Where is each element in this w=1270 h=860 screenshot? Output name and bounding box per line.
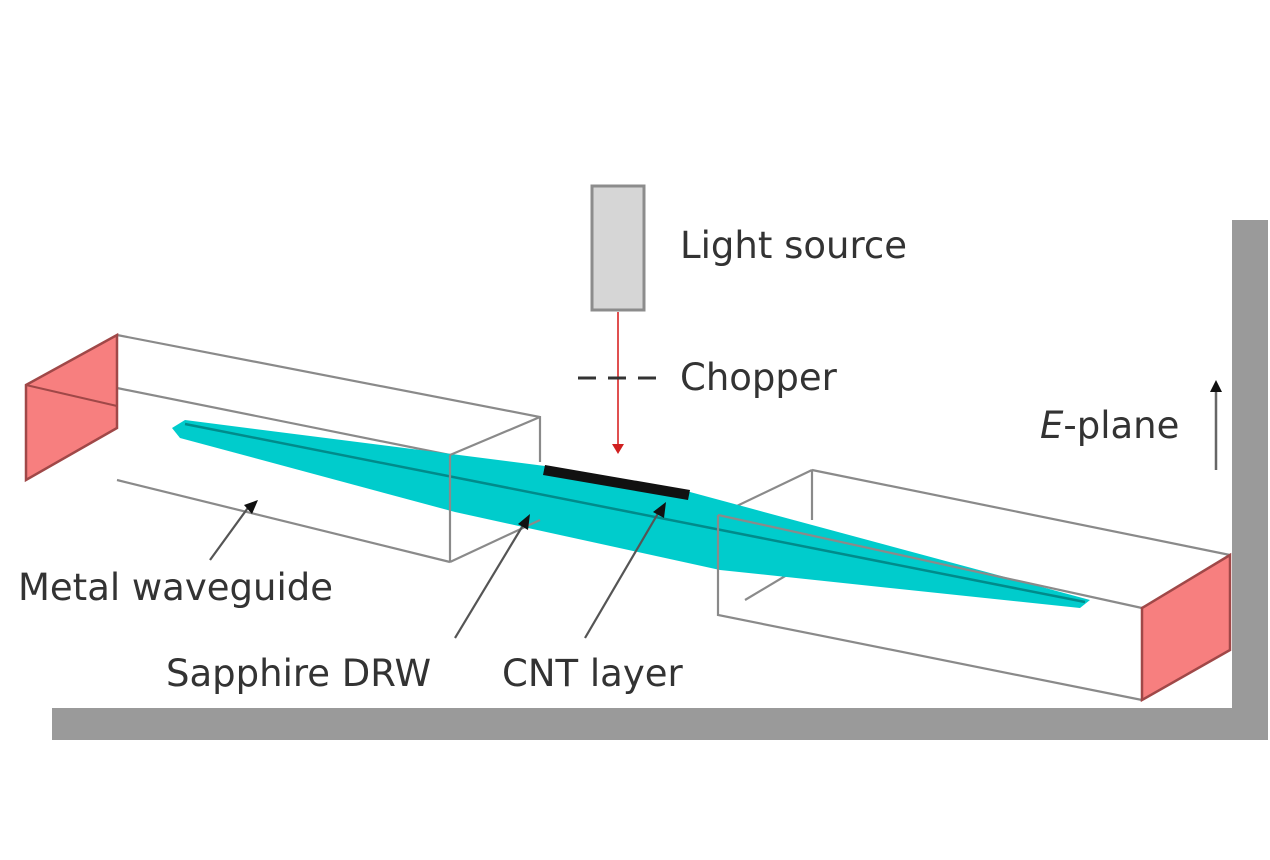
- e-plane-label-rest: -plane: [1063, 404, 1179, 447]
- metal-waveguide-label: Metal waveguide: [18, 566, 333, 609]
- e-plane-label-italic: E: [1040, 404, 1064, 447]
- cnt-layer-label: CNT layer: [502, 652, 683, 695]
- frame-shadow-right: [1232, 220, 1268, 740]
- right-waveguide-port: [1140, 552, 1232, 703]
- left-port-inner-edge: [25, 384, 118, 407]
- cnt-layer: [543, 465, 690, 500]
- frame-shadow-bottom: [52, 708, 1268, 740]
- pointer-metal-waveguide: [209, 500, 258, 561]
- sapphire-drw-label: Sapphire DRW: [166, 652, 431, 695]
- light-source-label: Light source: [680, 224, 907, 267]
- right-waveguide-front-edges: [716, 513, 1143, 702]
- pointer-sapphire-drw: [454, 514, 530, 639]
- chopper-label: Chopper: [680, 356, 838, 399]
- light-source-box: [590, 184, 646, 312]
- e-plane-arrowhead-icon: [1210, 380, 1222, 392]
- left-waveguide-port: [24, 332, 119, 483]
- light-beam-arrowhead-icon: [612, 444, 624, 454]
- e-plane-label: E-plane: [1040, 404, 1179, 447]
- pointer-cnt-layer: [584, 502, 666, 639]
- sapphire-drw: [172, 420, 1090, 608]
